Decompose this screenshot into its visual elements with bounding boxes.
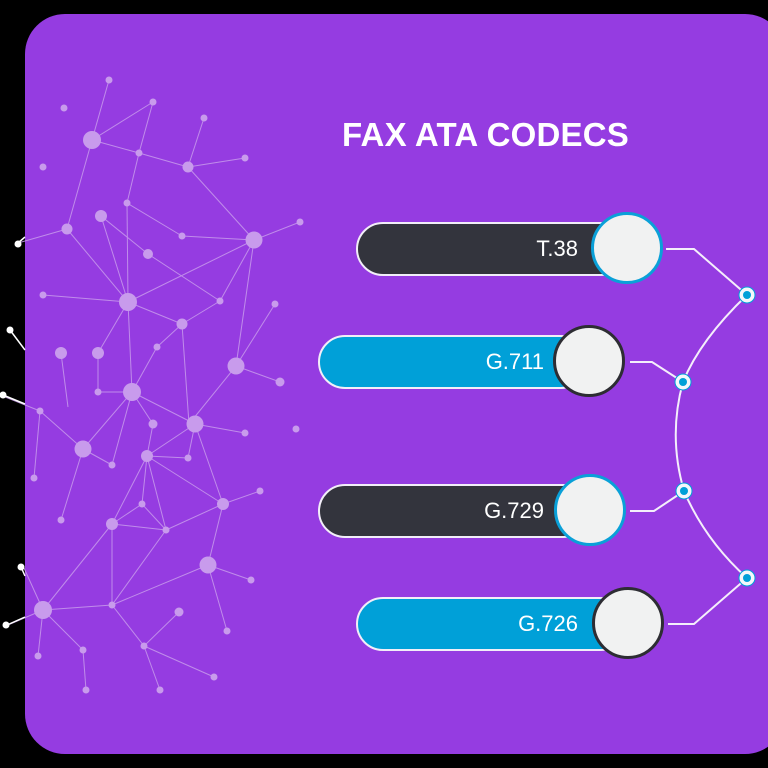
codec-label: T.38 <box>536 236 578 261</box>
codec-pill-t38[interactable]: T.38 <box>356 222 628 276</box>
connector-node-icon <box>738 286 756 304</box>
connector-node-icon <box>675 482 693 500</box>
connector-node-icon <box>738 569 756 587</box>
toggle-knob-icon[interactable] <box>592 587 664 659</box>
codec-pill-g729[interactable]: G.729 <box>318 484 590 538</box>
codec-label: G.726 <box>518 611 578 636</box>
connector-nodes <box>674 286 756 587</box>
codec-pill-g726[interactable]: G.726 <box>356 597 628 651</box>
codec-pill-g711[interactable]: G.711 <box>318 335 588 389</box>
codec-label: G.711 <box>485 349 544 374</box>
connector-node-icon <box>674 373 692 391</box>
toggle-knob-icon[interactable] <box>591 212 663 284</box>
page-title: FAX ATA CODECS <box>342 116 629 153</box>
toggle-knob-icon[interactable] <box>553 325 625 397</box>
codec-label: G.729 <box>484 498 544 523</box>
toggle-knob-icon[interactable] <box>554 474 626 546</box>
